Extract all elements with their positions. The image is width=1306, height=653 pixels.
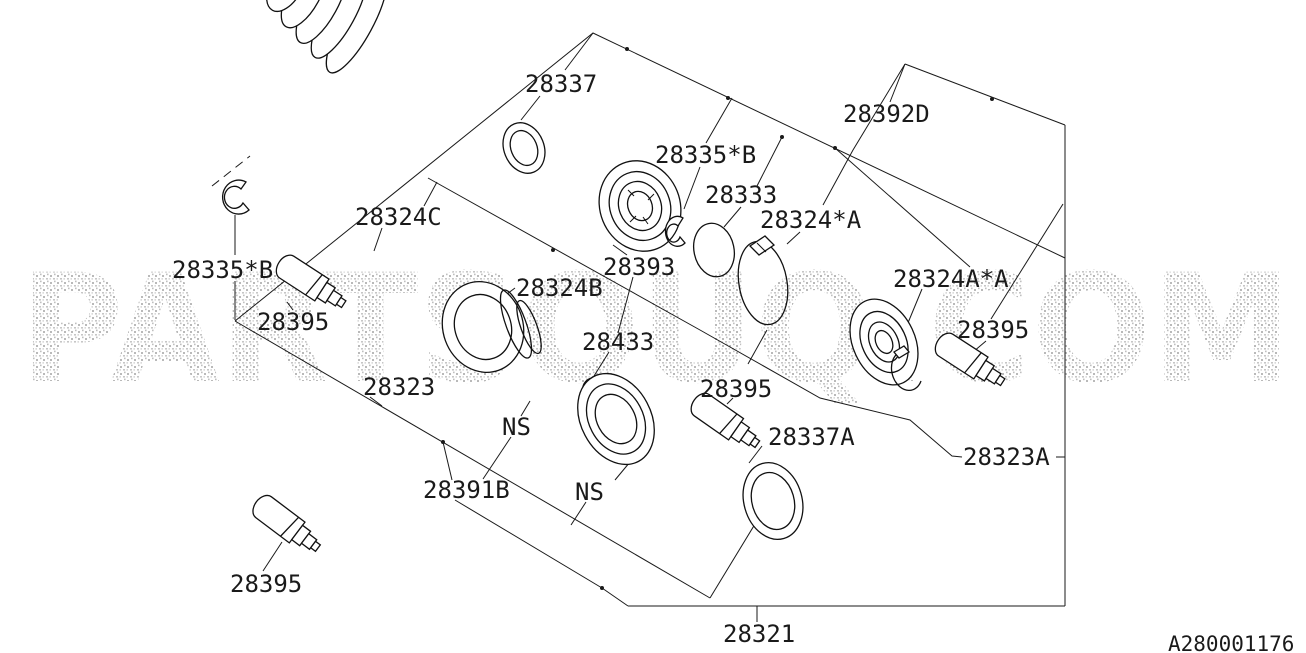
o-ring-28333 — [692, 222, 736, 278]
boot-band-small-right — [890, 345, 922, 392]
part-label-28323[interactable]: 28323 — [363, 373, 435, 401]
outer-joint-mouth-rings — [577, 372, 655, 466]
part-label-28335b-left[interactable]: 28335*B — [172, 256, 273, 284]
snap-ring-28335-left — [222, 179, 250, 215]
part-label-28335b-right[interactable]: 28335*B — [655, 141, 756, 169]
part-label-28395-box[interactable]: 28395 — [700, 375, 772, 403]
boot-washer-28324b — [441, 281, 542, 373]
grease-tube-bottom-left — [247, 490, 327, 560]
boot-band-28324a — [737, 235, 789, 326]
part-label-28391b[interactable]: 28391B — [423, 476, 510, 504]
front-axle-shaft-left — [265, 0, 388, 74]
part-label-28392d[interactable]: 28392D — [843, 100, 930, 128]
inner-joint-bore-rings — [598, 160, 682, 252]
dashed-reference-line — [211, 155, 251, 187]
figure-code: A280001176 — [1168, 632, 1294, 653]
ring-28337a — [742, 462, 804, 540]
cv-boot-left-bellows — [265, 0, 388, 74]
ns-note-2: NS — [575, 478, 604, 506]
part-label-28324a-star-a[interactable]: 28324A*A — [893, 265, 1009, 293]
washer-28337 — [502, 122, 546, 174]
part-label-28433[interactable]: 28433 — [582, 328, 654, 356]
snap-ring-28335-right — [664, 215, 686, 247]
part-label-28337[interactable]: 28337 — [525, 70, 597, 98]
part-label-28321[interactable]: 28321 — [723, 620, 795, 648]
shaft-assembly-leader — [427, 177, 1065, 458]
part-label-28395-right[interactable]: 28395 — [957, 316, 1029, 344]
leader-junction-dots — [441, 47, 994, 590]
part-label-28393[interactable]: 28393 — [603, 253, 675, 281]
ns-note-1: NS — [502, 413, 531, 441]
inner-joint-cup-right — [849, 298, 919, 386]
part-label-28323a[interactable]: 28323A — [963, 443, 1050, 471]
part-label-28395-mid[interactable]: 28395 — [257, 308, 329, 336]
part-label-28324c[interactable]: 28324C — [355, 203, 442, 231]
part-label-28333[interactable]: 28333 — [705, 181, 777, 209]
part-label-28337a[interactable]: 28337A — [768, 423, 855, 451]
watermark-text: PARTSOUQ.COM — [20, 243, 1292, 417]
part-label-28324-star-a[interactable]: 28324*A — [760, 206, 862, 234]
part-label-28324b[interactable]: 28324B — [516, 274, 603, 302]
part-label-28395-bottom-left[interactable]: 28395 — [230, 570, 302, 598]
boot-kit-box-outline — [786, 63, 1066, 245]
